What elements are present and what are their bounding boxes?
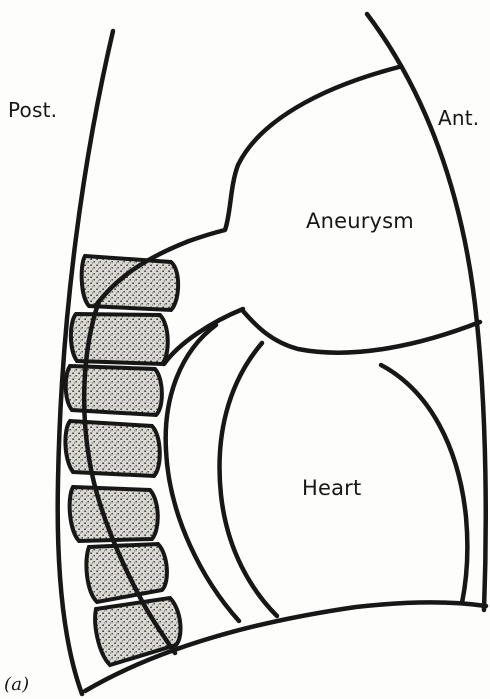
- vertebral-column: [65, 256, 180, 665]
- vertebra: [65, 421, 159, 476]
- anterior-label: Ant.: [438, 108, 479, 128]
- heart-label: Heart: [302, 478, 361, 499]
- aneurysm-outline: [243, 311, 480, 353]
- panel-label: (a): [4, 676, 29, 694]
- vertebra: [66, 366, 162, 415]
- heart-posterior-border: [220, 343, 277, 616]
- vertebra: [70, 487, 158, 541]
- posterior-label: Post.: [8, 100, 57, 120]
- aneurysm-label: Aneurysm: [306, 211, 414, 232]
- vertebra: [95, 598, 180, 665]
- heart-anterior-border: [381, 365, 467, 603]
- posterior-mediastinal-curve: [166, 325, 239, 621]
